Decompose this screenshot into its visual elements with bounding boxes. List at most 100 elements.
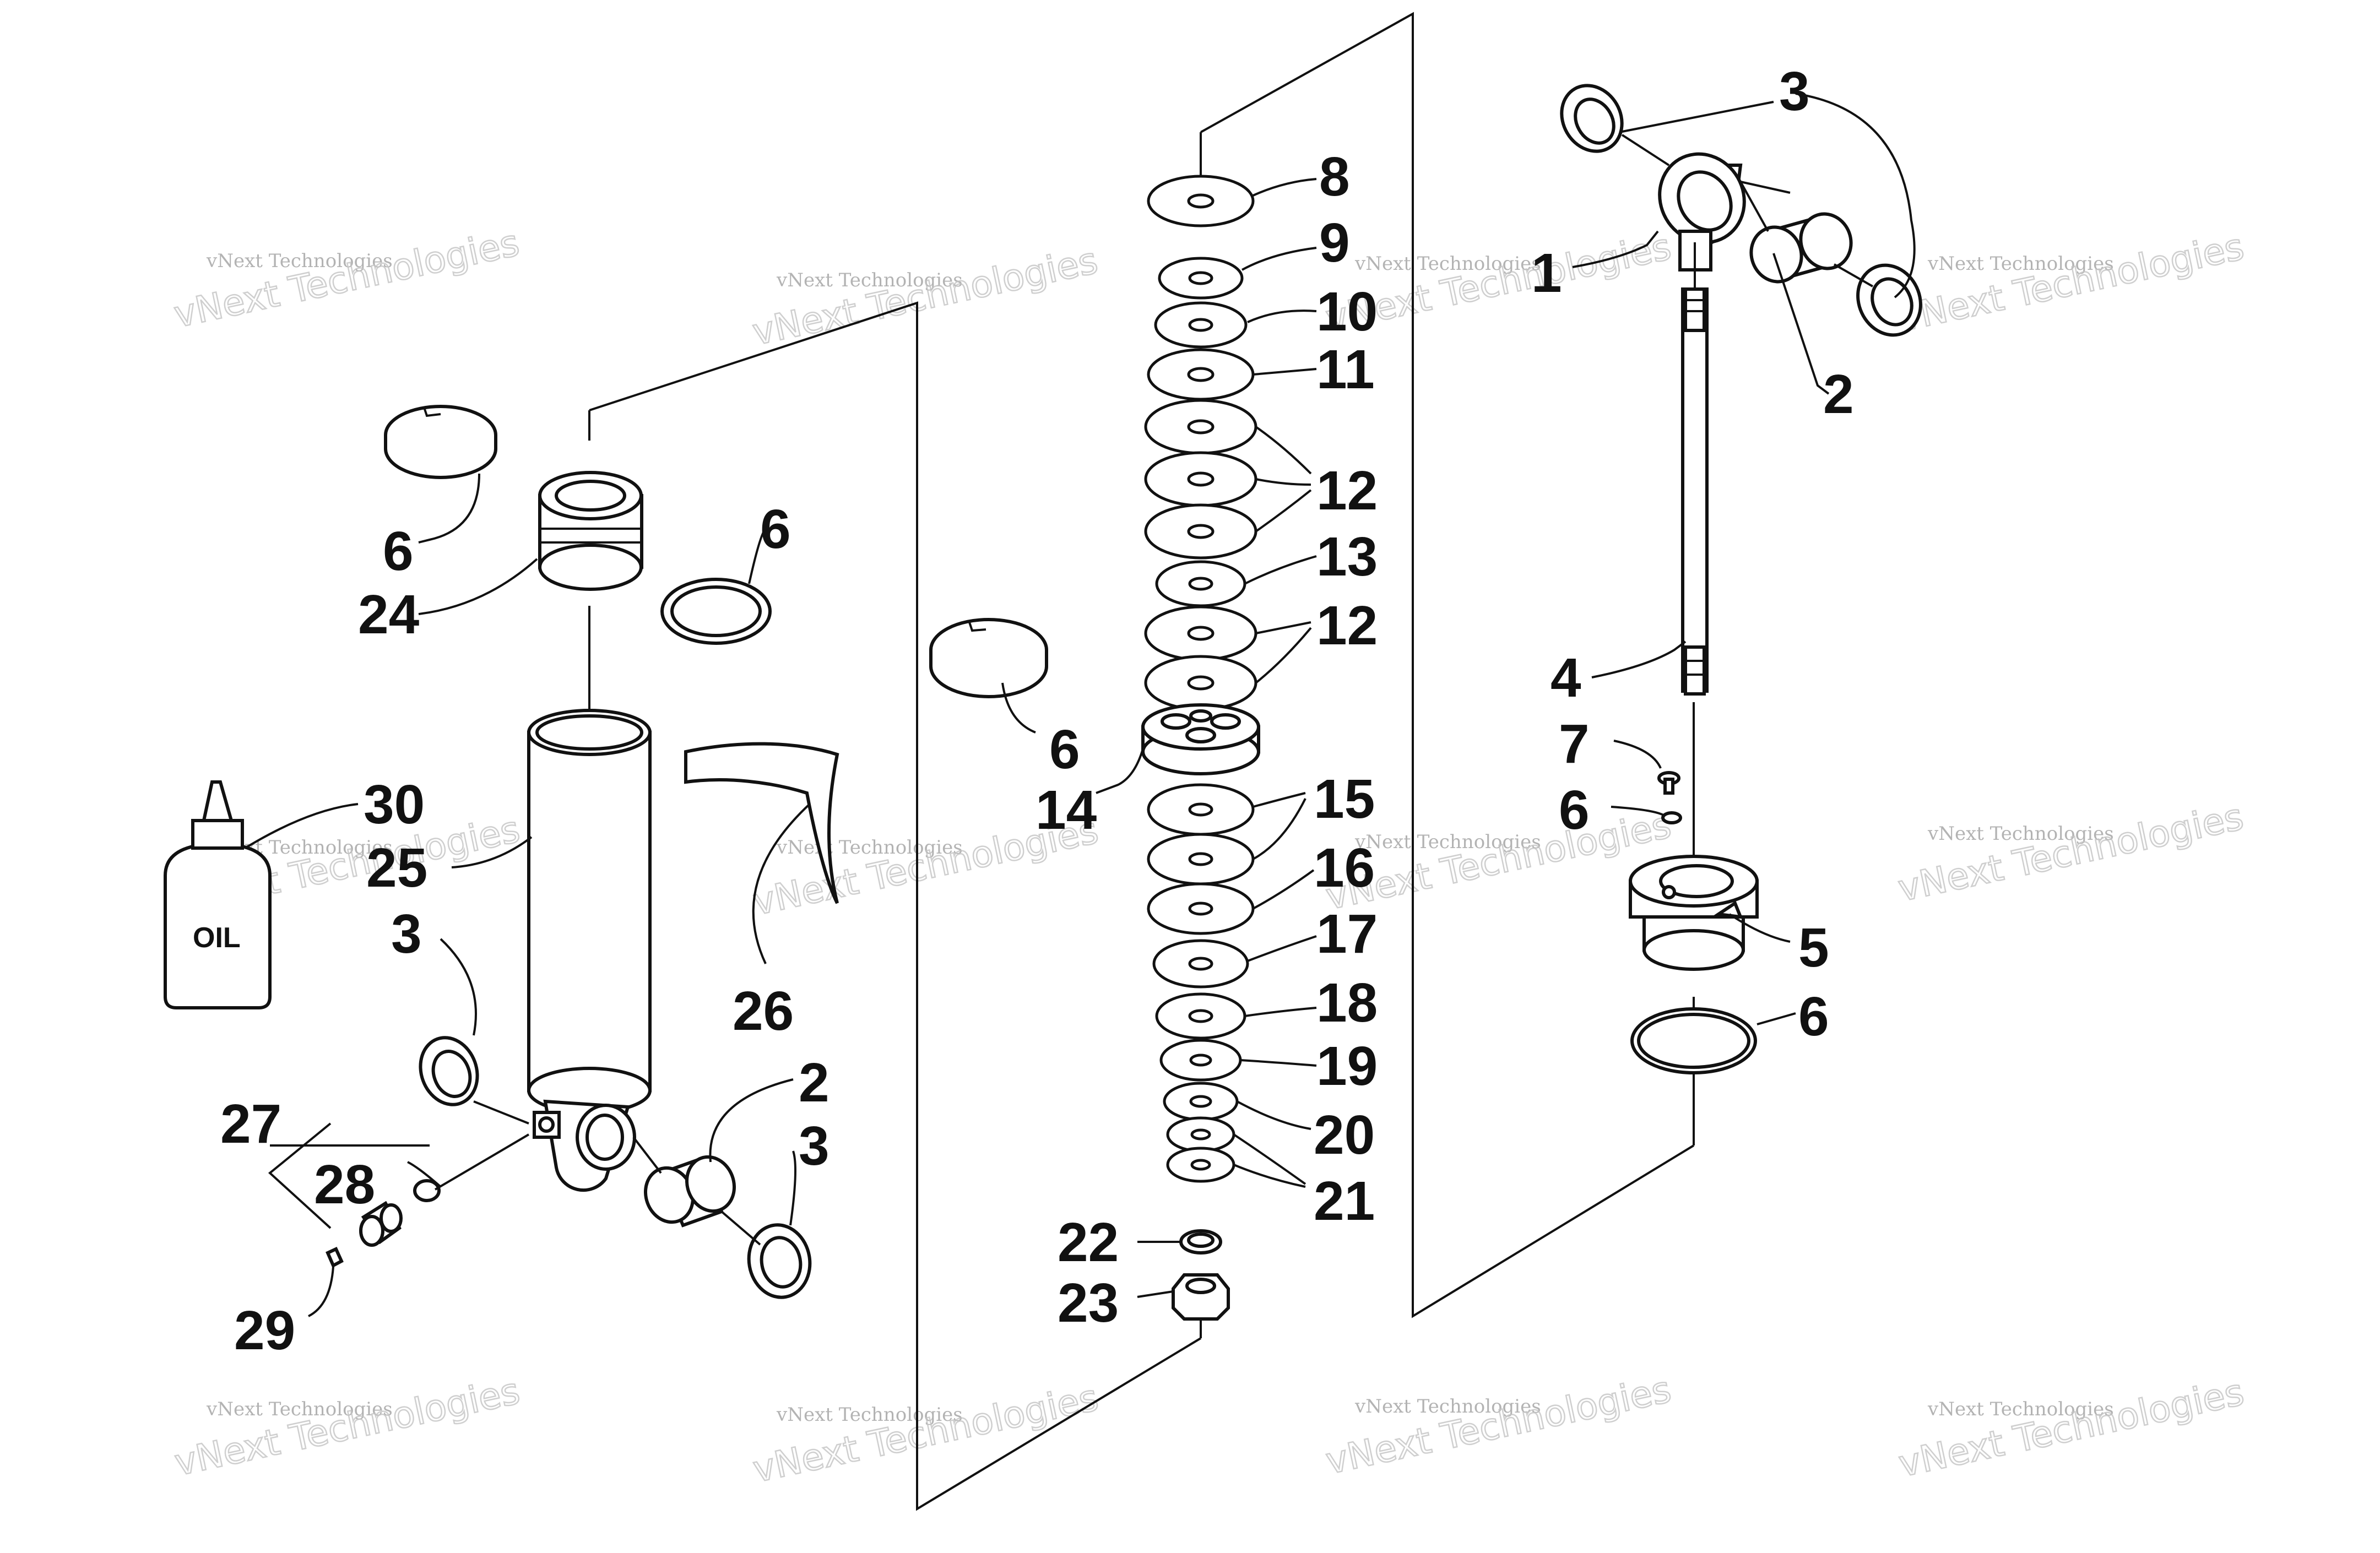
- nut-23: [1172, 1273, 1230, 1321]
- callout-4: 4: [1550, 647, 1581, 709]
- svg-text:vNext Technologies: vNext Technologies: [750, 1376, 1102, 1491]
- shim-21b: [1166, 1147, 1235, 1183]
- leader-lines: [244, 93, 1916, 1317]
- svg-text:vNext Technologies: vNext Technologies: [171, 1370, 523, 1484]
- callout-11: 11: [1316, 339, 1375, 400]
- svg-text:vNext Technologies: vNext Technologies: [776, 1404, 963, 1426]
- watermark-tile: vNext Technologies vNext Technologies: [1894, 795, 2247, 910]
- svg-text:vNext Technologies: vNext Technologies: [749, 239, 1102, 354]
- callout-3: 3: [799, 1115, 830, 1177]
- washer-6-small: [1661, 811, 1682, 824]
- callout-21: 21: [1314, 1170, 1375, 1232]
- shim-11: [1147, 348, 1255, 401]
- callout-29: 29: [234, 1300, 295, 1361]
- svg-text:vNext Technologies: vNext Technologies: [1354, 831, 1541, 853]
- callout-19: 19: [1316, 1035, 1378, 1097]
- watermark-tile: vNext Technologies vNext Technologies: [749, 1376, 1102, 1491]
- svg-text:vNext Technologies: vNext Technologies: [170, 221, 523, 336]
- svg-text:vNext Technologies: vNext Technologies: [776, 269, 963, 291]
- shim-15: [1147, 783, 1255, 836]
- end-cap-24: [538, 471, 643, 591]
- callout-3: 3: [391, 903, 422, 965]
- svg-text:vNext Technologies: vNext Technologies: [1354, 1395, 1541, 1418]
- shim-8: [1147, 175, 1255, 227]
- callout-26: 26: [733, 980, 794, 1042]
- svg-text:vNext Technologies: vNext Technologies: [1354, 253, 1541, 275]
- svg-text:vNext Technologies: vNext Technologies: [206, 1398, 393, 1420]
- callout-14: 14: [1036, 779, 1097, 841]
- watermark-tile: vNext Technologies vNext Technologies: [170, 221, 523, 336]
- callout-25: 25: [366, 837, 427, 899]
- callout-8: 8: [1319, 146, 1350, 208]
- eyelet-1: [1658, 152, 1746, 271]
- shaft-4: [1681, 287, 1709, 696]
- ring-6-upper: [384, 405, 497, 479]
- shim-20: [1163, 1082, 1239, 1121]
- spacer-2-lower: [643, 1155, 736, 1228]
- bushing-3-upper: [1560, 84, 1624, 153]
- callout-7: 7: [1559, 713, 1590, 775]
- callout-20: 20: [1314, 1104, 1375, 1166]
- svg-text:vNext Technologies: vNext Technologies: [1895, 795, 2247, 910]
- callout-9: 9: [1319, 212, 1350, 274]
- shim-12e: [1144, 655, 1257, 711]
- callout-1: 1: [1531, 242, 1562, 304]
- callout-16: 16: [1314, 837, 1375, 899]
- shim-21a: [1166, 1116, 1235, 1153]
- seal-ring-6: [660, 578, 772, 645]
- callout-30: 30: [364, 774, 425, 835]
- callout-3: 3: [1779, 61, 1810, 122]
- callout-13: 13: [1316, 526, 1378, 588]
- watermark-tile: vNext Technologies vNext Technologies: [748, 238, 1102, 354]
- watermark-tile: vNext Technologies vNext Technologies: [1894, 1370, 2248, 1486]
- watermark-tile: vNext Technologies vNext Technologies: [1894, 225, 2248, 340]
- bushing-3-left: [419, 1036, 479, 1106]
- watermark-tile: vNext Technologies vNext Technologies: [1321, 803, 1675, 919]
- spacer-2-upper: [1749, 212, 1853, 284]
- shield-26: [684, 742, 839, 904]
- svg-text:vNext Technologies: vNext Technologies: [1927, 1398, 2114, 1420]
- callout-23: 23: [1058, 1272, 1119, 1334]
- shim-16a: [1147, 833, 1255, 886]
- callout-27: 27: [220, 1093, 281, 1155]
- left-assembly: OIL: [164, 405, 839, 1299]
- callout-5: 5: [1798, 917, 1829, 979]
- bushing-3-lower: [747, 1223, 812, 1299]
- valve-27: [326, 1179, 441, 1268]
- callout-12: 12: [1316, 460, 1378, 522]
- valve-stack: [929, 175, 1260, 1321]
- oil-bottle-label: OIL: [193, 922, 241, 954]
- callout-6: 6: [383, 520, 414, 582]
- callout-2: 2: [1823, 363, 1854, 425]
- frame-lines: [588, 12, 1695, 1511]
- callout-28: 28: [314, 1154, 375, 1215]
- shim-12d: [1144, 605, 1257, 661]
- svg-text:vNext Technologies: vNext Technologies: [1895, 1371, 2248, 1485]
- svg-text:vNext Technologies: vNext Technologies: [1927, 253, 2114, 275]
- oil-bottle-30: OIL: [164, 780, 272, 1009]
- shim-18: [1155, 992, 1246, 1040]
- seal-head-5: [1629, 855, 1759, 971]
- o-ring-6: [1630, 1007, 1757, 1074]
- svg-text:vNext Technologies: vNext Technologies: [1927, 823, 2114, 845]
- watermark-tile: vNext Technologies vNext Technologies: [1321, 1367, 1675, 1483]
- callout-6: 6: [1049, 719, 1080, 780]
- callouts: 3 1 2 4 7 6 5 6 8 9 10 11 12 13 12 6 14 …: [220, 61, 1854, 1361]
- shim-9: [1158, 257, 1244, 300]
- frame-left-panel: [589, 301, 1202, 1511]
- callout-17: 17: [1316, 903, 1378, 965]
- shim-10: [1154, 301, 1248, 349]
- callout-18: 18: [1316, 972, 1378, 1034]
- frame-right-panel: [1200, 12, 1695, 1318]
- piston-14: [1141, 703, 1260, 775]
- shim-13: [1155, 560, 1246, 607]
- screw-7: [1657, 771, 1680, 795]
- callout-6: 6: [1798, 986, 1829, 1047]
- callout-10: 10: [1316, 281, 1378, 343]
- shim-12a: [1144, 399, 1257, 455]
- svg-text:vNext Technologies: vNext Technologies: [1322, 1368, 1675, 1483]
- shim-16b: [1147, 882, 1255, 935]
- svg-text:vNext Technologies: vNext Technologies: [1895, 225, 2248, 340]
- shim-17: [1152, 939, 1249, 989]
